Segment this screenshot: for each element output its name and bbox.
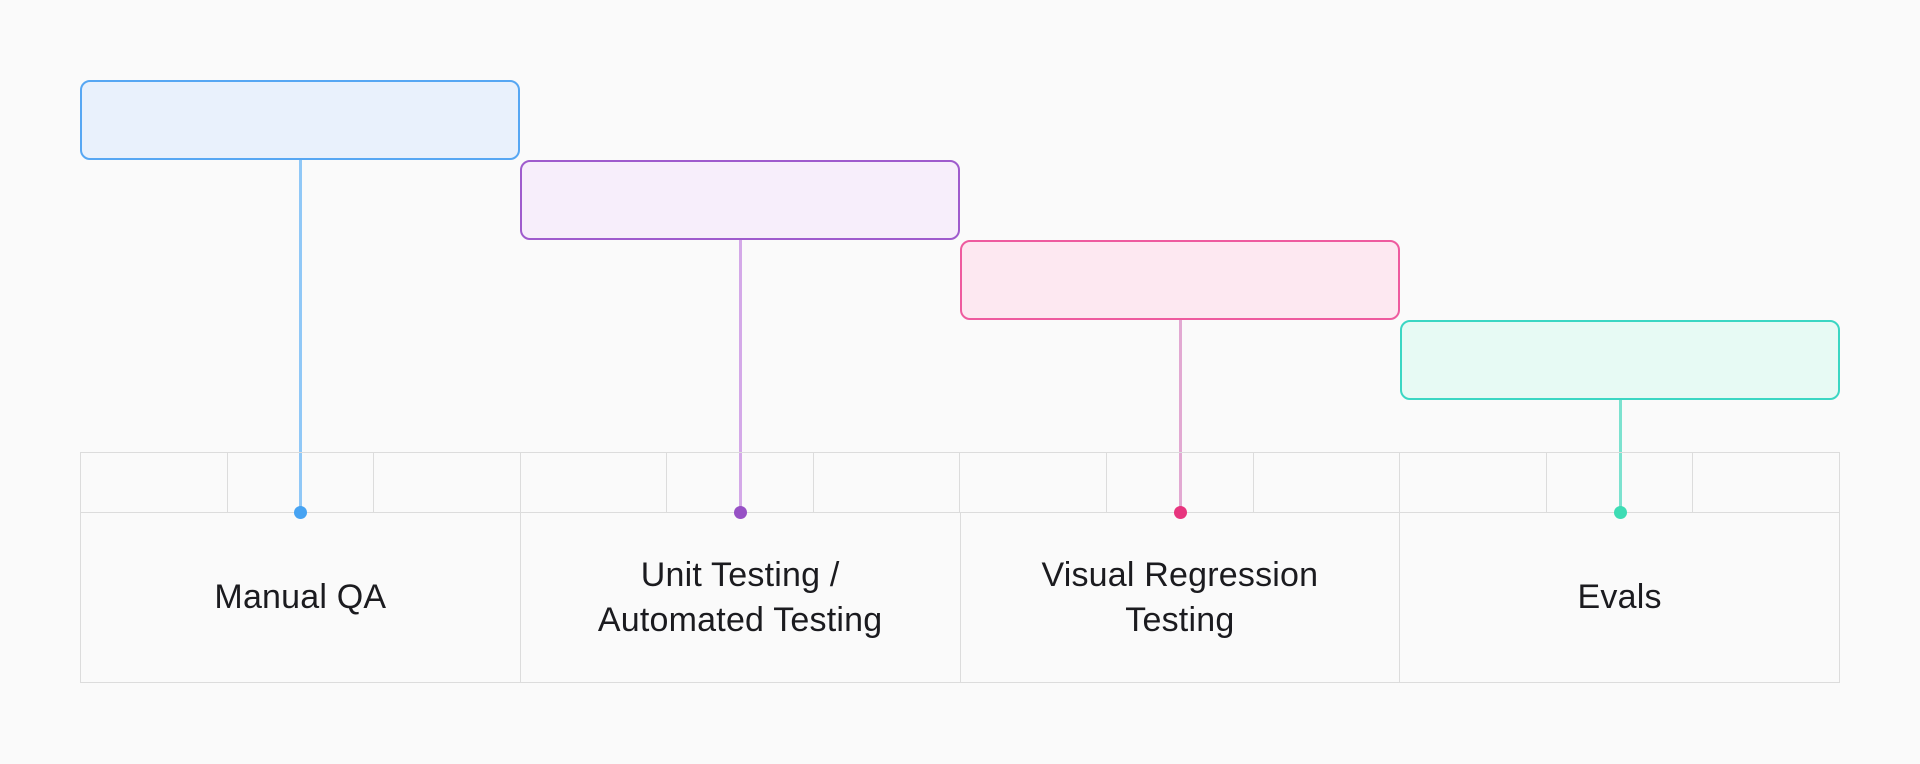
stage-box-visual-regression-testing	[960, 240, 1400, 320]
ruler-cell	[1399, 453, 1546, 512]
ruler-cell	[81, 453, 227, 512]
timeline-dot-evals	[1613, 505, 1627, 519]
ruler-cell	[1252, 453, 1400, 512]
stage-box-evals	[1400, 320, 1840, 400]
connector-line-unit-automated-testing	[738, 240, 742, 512]
stage-label-unit-automated-testing: Unit Testing / Automated Testing	[519, 513, 960, 682]
timeline-dot-unit-automated-testing	[733, 505, 747, 519]
connector-line-evals	[1618, 400, 1622, 512]
ruler-cell	[1692, 453, 1839, 512]
ruler-cell	[666, 453, 813, 512]
stage-box-manual-qa	[80, 80, 520, 160]
stage-label-evals: Evals	[1399, 513, 1839, 682]
ruler-cell	[1545, 453, 1693, 512]
stage-label-visual-regression-testing: Visual Regression Testing	[959, 513, 1400, 682]
timeline-dot-manual-qa	[293, 505, 307, 519]
stage-label-manual-qa: Manual QA	[214, 578, 387, 616]
timeline-label-row: Manual QA Unit Testing / Automated Testi…	[81, 513, 1839, 682]
timeline-ruler-row	[81, 453, 1839, 513]
connector-line-visual-regression-testing	[1178, 320, 1182, 512]
ruler-cell	[812, 453, 960, 512]
ruler-cell	[959, 453, 1106, 512]
ruler-cell	[226, 453, 374, 512]
ruler-cell	[1106, 453, 1253, 512]
timeline-dot-visual-regression-testing	[1173, 505, 1187, 519]
stage-box-unit-automated-testing	[520, 160, 960, 240]
timeline-table: Manual QA Unit Testing / Automated Testi…	[80, 452, 1840, 683]
connector-line-manual-qa	[298, 160, 302, 512]
ruler-cell	[519, 453, 667, 512]
ruler-cell	[373, 453, 520, 512]
